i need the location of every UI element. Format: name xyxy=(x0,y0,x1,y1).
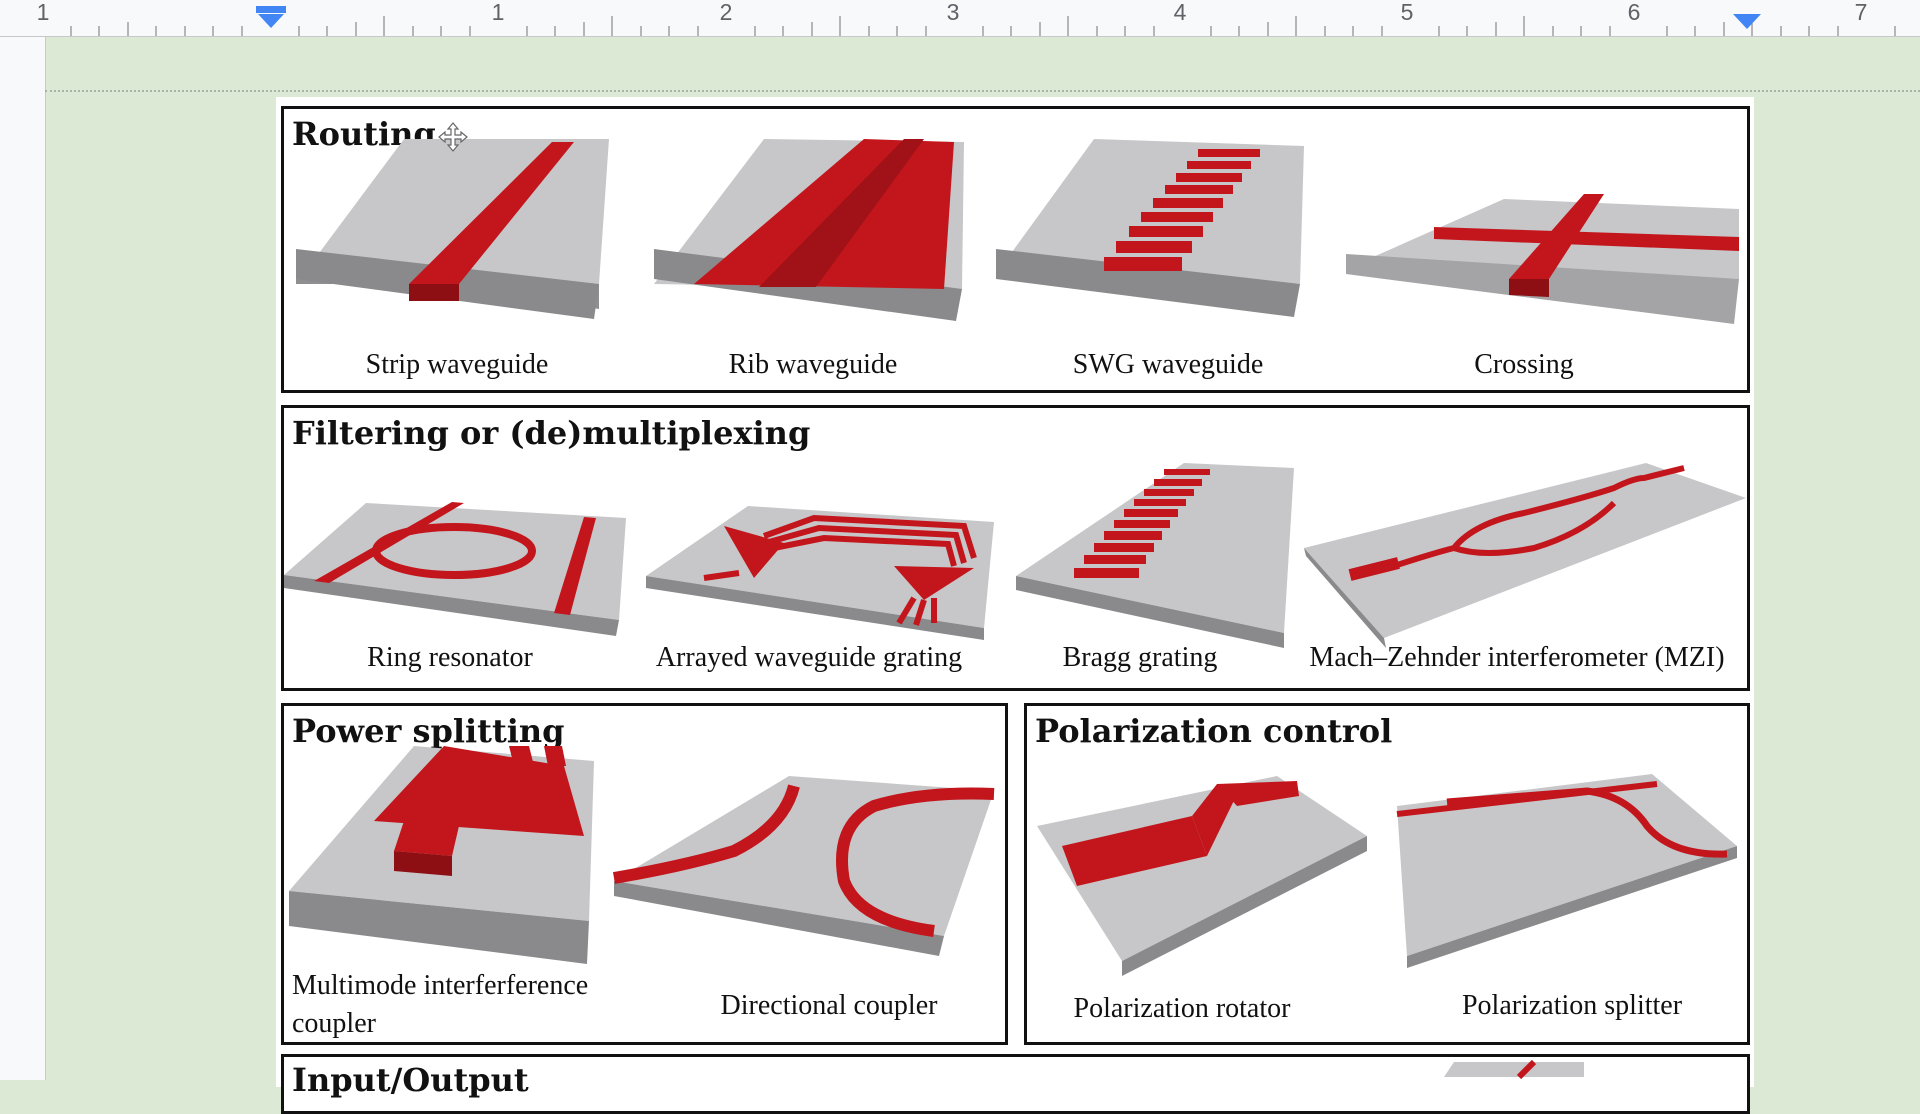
panel-title: Polarization control xyxy=(1035,712,1393,750)
power-splitting-illustrations xyxy=(289,746,995,964)
routing-illustrations xyxy=(296,139,1739,324)
vertical-ruler[interactable] xyxy=(0,37,46,1080)
horizontal-ruler[interactable]: 1 1 2 3 4 5 6 7 xyxy=(0,0,1920,37)
caption: Bragg grating xyxy=(1062,642,1218,673)
caption: Directional coupler xyxy=(720,990,938,1021)
page-margin-guide xyxy=(45,90,1920,92)
filtering-illustrations xyxy=(284,463,1746,648)
caption: Arrayed waveguide grating xyxy=(655,642,963,673)
polarization-splitter-illustration xyxy=(1396,774,1737,968)
mzi-illustration xyxy=(1304,463,1746,648)
caption: Polarization splitter xyxy=(1461,990,1683,1021)
ruler-label: 2 xyxy=(719,0,733,25)
caption: Strip waveguide xyxy=(365,349,549,380)
ruler-label: 6 xyxy=(1627,0,1641,25)
ruler-label: 3 xyxy=(946,0,960,25)
caption: Multimode interferference xyxy=(292,970,589,1001)
caption: coupler xyxy=(292,1008,376,1039)
panel-power-splitting: Power splitting Multimode interferferenc… xyxy=(281,703,1008,1045)
panel-polarization-control: Polarization control Polarization rotato… xyxy=(1024,703,1750,1045)
ruler-label: 1 xyxy=(491,0,505,25)
caption: Crossing xyxy=(1474,349,1574,380)
ruler-ticks xyxy=(70,6,1896,36)
swg-waveguide-illustration xyxy=(996,139,1304,317)
left-indent-marker[interactable] xyxy=(256,6,286,28)
right-indent-marker[interactable] xyxy=(1733,14,1761,29)
ruler-label: 1 xyxy=(36,0,50,25)
caption: Rib waveguide xyxy=(728,349,898,380)
strip-waveguide-illustration xyxy=(296,139,609,319)
polarization-illustrations xyxy=(1037,774,1737,976)
rib-waveguide-illustration xyxy=(654,139,964,321)
ruler-label: 4 xyxy=(1173,0,1187,25)
ruler-label: 5 xyxy=(1400,0,1414,25)
caption: Mach–Zehnder interferometer (MZI) xyxy=(1309,642,1725,673)
embedded-figure-image[interactable]: Routing xyxy=(276,97,1754,1114)
ruler-label: 7 xyxy=(1854,0,1868,25)
panel-title: Filtering or (de)multiplexing xyxy=(292,414,811,452)
panel-title: Power splitting xyxy=(292,712,565,750)
panel-input-output: Input/Output xyxy=(281,1054,1750,1114)
panel-routing: Routing xyxy=(281,106,1750,393)
caption: Polarization rotator xyxy=(1073,993,1291,1024)
bragg-grating-illustration xyxy=(1016,463,1294,648)
ring-resonator-illustration xyxy=(284,502,626,636)
mmi-coupler-illustration xyxy=(289,746,594,964)
io-illustration-fragment xyxy=(1444,1059,1584,1080)
caption: SWG waveguide xyxy=(1072,349,1264,380)
directional-coupler-illustration xyxy=(612,776,995,956)
crossing-illustration xyxy=(1346,194,1739,324)
caption: Ring resonator xyxy=(367,642,533,673)
move-cursor-icon xyxy=(438,122,468,152)
arrayed-waveguide-grating-illustration xyxy=(646,506,994,640)
panel-filtering: Filtering or (de)multiplexing xyxy=(281,405,1750,691)
polarization-rotator-illustration xyxy=(1037,776,1367,976)
